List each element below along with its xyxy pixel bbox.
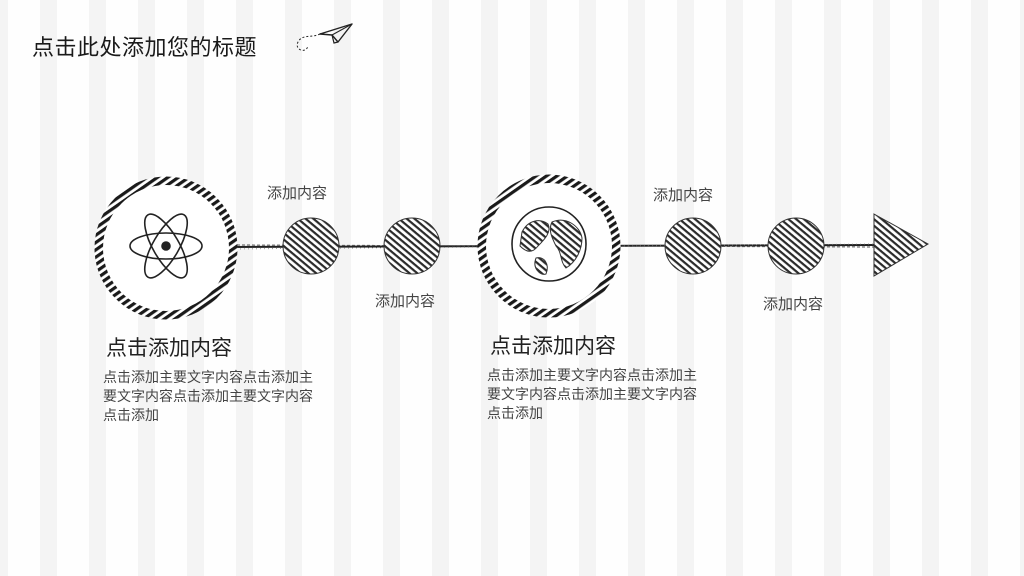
big-node-globe <box>477 174 621 318</box>
small-node <box>282 217 340 275</box>
section-heading[interactable]: 点击添加内容 <box>106 336 232 360</box>
section-heading[interactable]: 点击添加内容 <box>490 334 616 358</box>
section-body[interactable]: 点击添加主要文字内容点击添加主要文字内容点击添加主要文字内容点击添加 <box>487 368 697 422</box>
paper-plane-icon <box>296 23 353 51</box>
node-label[interactable]: 添加内容 <box>267 184 328 202</box>
slide-title[interactable]: 点击此处添加您的标题 <box>32 36 258 61</box>
small-node <box>664 217 722 275</box>
arrow-head-icon <box>873 213 930 277</box>
small-node <box>383 217 441 275</box>
atom-icon <box>129 213 203 279</box>
node-label[interactable]: 添加内容 <box>763 295 824 313</box>
section-body[interactable]: 点击添加主要文字内容点击添加主要文字内容点击添加主要文字内容点击添加 <box>103 370 313 424</box>
globe-icon <box>511 206 587 282</box>
node-label[interactable]: 添加内容 <box>653 186 714 204</box>
big-node-atom <box>94 176 238 320</box>
small-node <box>767 217 825 275</box>
node-label[interactable]: 添加内容 <box>375 292 436 310</box>
